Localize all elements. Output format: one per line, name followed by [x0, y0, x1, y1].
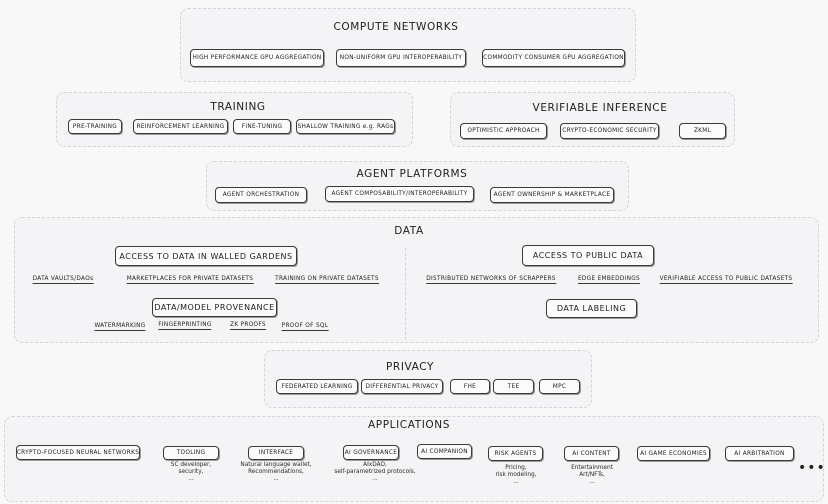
app-item-interface: INTERFACE [248, 446, 304, 460]
inference-item-zkml: ZKML [679, 123, 726, 139]
inference-item-crypto-economic: CRYPTO-ECONOMIC SECURITY [560, 123, 659, 139]
data-walled-item-vaults: DATA VAULTS/DAOs [32, 276, 94, 284]
data-region [14, 217, 819, 343]
privacy-item-fhe: FHE [450, 379, 490, 394]
data-provenance-item-zk-proofs: ZK PROOFS [230, 322, 266, 330]
training-item-pre-training: PRE-TRAINING [68, 119, 122, 134]
applications-title: APPLICATIONS [368, 419, 450, 431]
agent-item-orchestration: AGENT ORCHESTRATION [215, 187, 307, 203]
data-public-item-verifiable-access: VERIFIABLE ACCESS TO PUBLIC DATASETS [659, 276, 793, 284]
training-item-fine-tuning: FINE-TUNING [233, 119, 291, 134]
compute-item-commodity-gpu: COMMODITY CONSUMER GPU AGGREGATION [482, 49, 625, 67]
training-title: TRAINING [210, 101, 266, 113]
more-ellipsis-icon: ••• [798, 460, 826, 476]
agent-platforms-title: AGENT PLATFORMS [356, 168, 468, 180]
app-item-tooling: TOOLING [163, 446, 219, 460]
data-provenance-item-proof-of-sql: PROOF OF SQL [281, 323, 329, 331]
privacy-item-mpc: MPC [539, 379, 580, 394]
app-item-risk-agents: RISK AGENTS [488, 446, 543, 461]
data-provenance-item-watermarking: WATERMARKING [94, 323, 146, 331]
agent-item-composability: AGENT COMPOSABILITY/INTEROPERABILITY [325, 186, 474, 202]
compute-networks-title: COMPUTE NETWORKS [333, 21, 459, 33]
app-item-ai-game-economies: AI GAME ECONOMIES [637, 446, 710, 461]
data-provenance-box: DATA/MODEL PROVENANCE [152, 298, 277, 317]
agent-item-ownership-marketplace: AGENT OWNERSHIP & MARKETPLACE [490, 187, 614, 203]
app-note-ai-content: Entertainment Art/NFTs, ... [571, 465, 613, 485]
app-note-ai-governance: AIxDAO, self-parametrized protocols, ... [334, 462, 416, 482]
data-divider [405, 248, 406, 340]
data-public-box: ACCESS TO PUBLIC DATA [522, 245, 654, 266]
compute-item-high-performance-gpu: HIGH PERFORMANCE GPU AGGREGATION [190, 49, 324, 67]
data-walled-item-training-private: TRAINING ON PRIVATE DATASETS [275, 276, 379, 284]
privacy-title: PRIVACY [386, 361, 434, 373]
data-walled-gardens-box: ACCESS TO DATA IN WALLED GARDENS [115, 246, 297, 266]
privacy-item-federated-learning: FEDERATED LEARNING [276, 379, 358, 394]
app-item-ai-content: AI CONTENT [564, 446, 619, 461]
training-item-reinforcement-learning: REINFORCEMENT LEARNING [133, 119, 228, 134]
privacy-item-tee: TEE [493, 379, 534, 394]
app-item-crypto-neural-networks: CRYPTO-FOCUSED NEURAL NETWORKS [16, 445, 140, 460]
app-note-risk-agents: Pricing, risk modeling, ... [495, 465, 537, 485]
data-public-item-scrappers: DISTRIBUTED NETWORKS OF SCRAPPERS [426, 276, 556, 284]
app-item-ai-governance: AI GOVERNANCE [343, 445, 399, 460]
app-item-ai-arbitration: AI ARBITRATION [725, 446, 794, 461]
verifiable-inference-title: VERIFIABLE INFERENCE [532, 102, 668, 114]
inference-item-optimistic: OPTIMISTIC APPROACH [460, 123, 547, 139]
compute-networks-region [180, 8, 636, 82]
compute-item-non-uniform-gpu: NON-UNIFORM GPU INTEROPERABILITY [336, 49, 466, 67]
training-item-shallow-training: SHALLOW TRAINING e.g. RAGs [296, 119, 395, 134]
app-note-tooling: SC developer, security, ... [170, 462, 212, 482]
data-walled-item-marketplaces: MARKETPLACES FOR PRIVATE DATASETS [126, 276, 254, 284]
privacy-item-differential-privacy: DIFFERENTIAL PRIVACY [361, 379, 443, 394]
data-provenance-item-fingerprinting: FINGERPRINTING [158, 322, 212, 330]
app-note-interface: Natural language wallet, Recommendations… [240, 462, 312, 482]
app-item-ai-companion: AI COMPANION [417, 444, 472, 459]
data-public-item-edge-embeddings: EDGE EMBEDDINGS [577, 276, 641, 284]
data-labeling-box: DATA LABELING [546, 299, 637, 318]
data-title: DATA [394, 225, 424, 237]
